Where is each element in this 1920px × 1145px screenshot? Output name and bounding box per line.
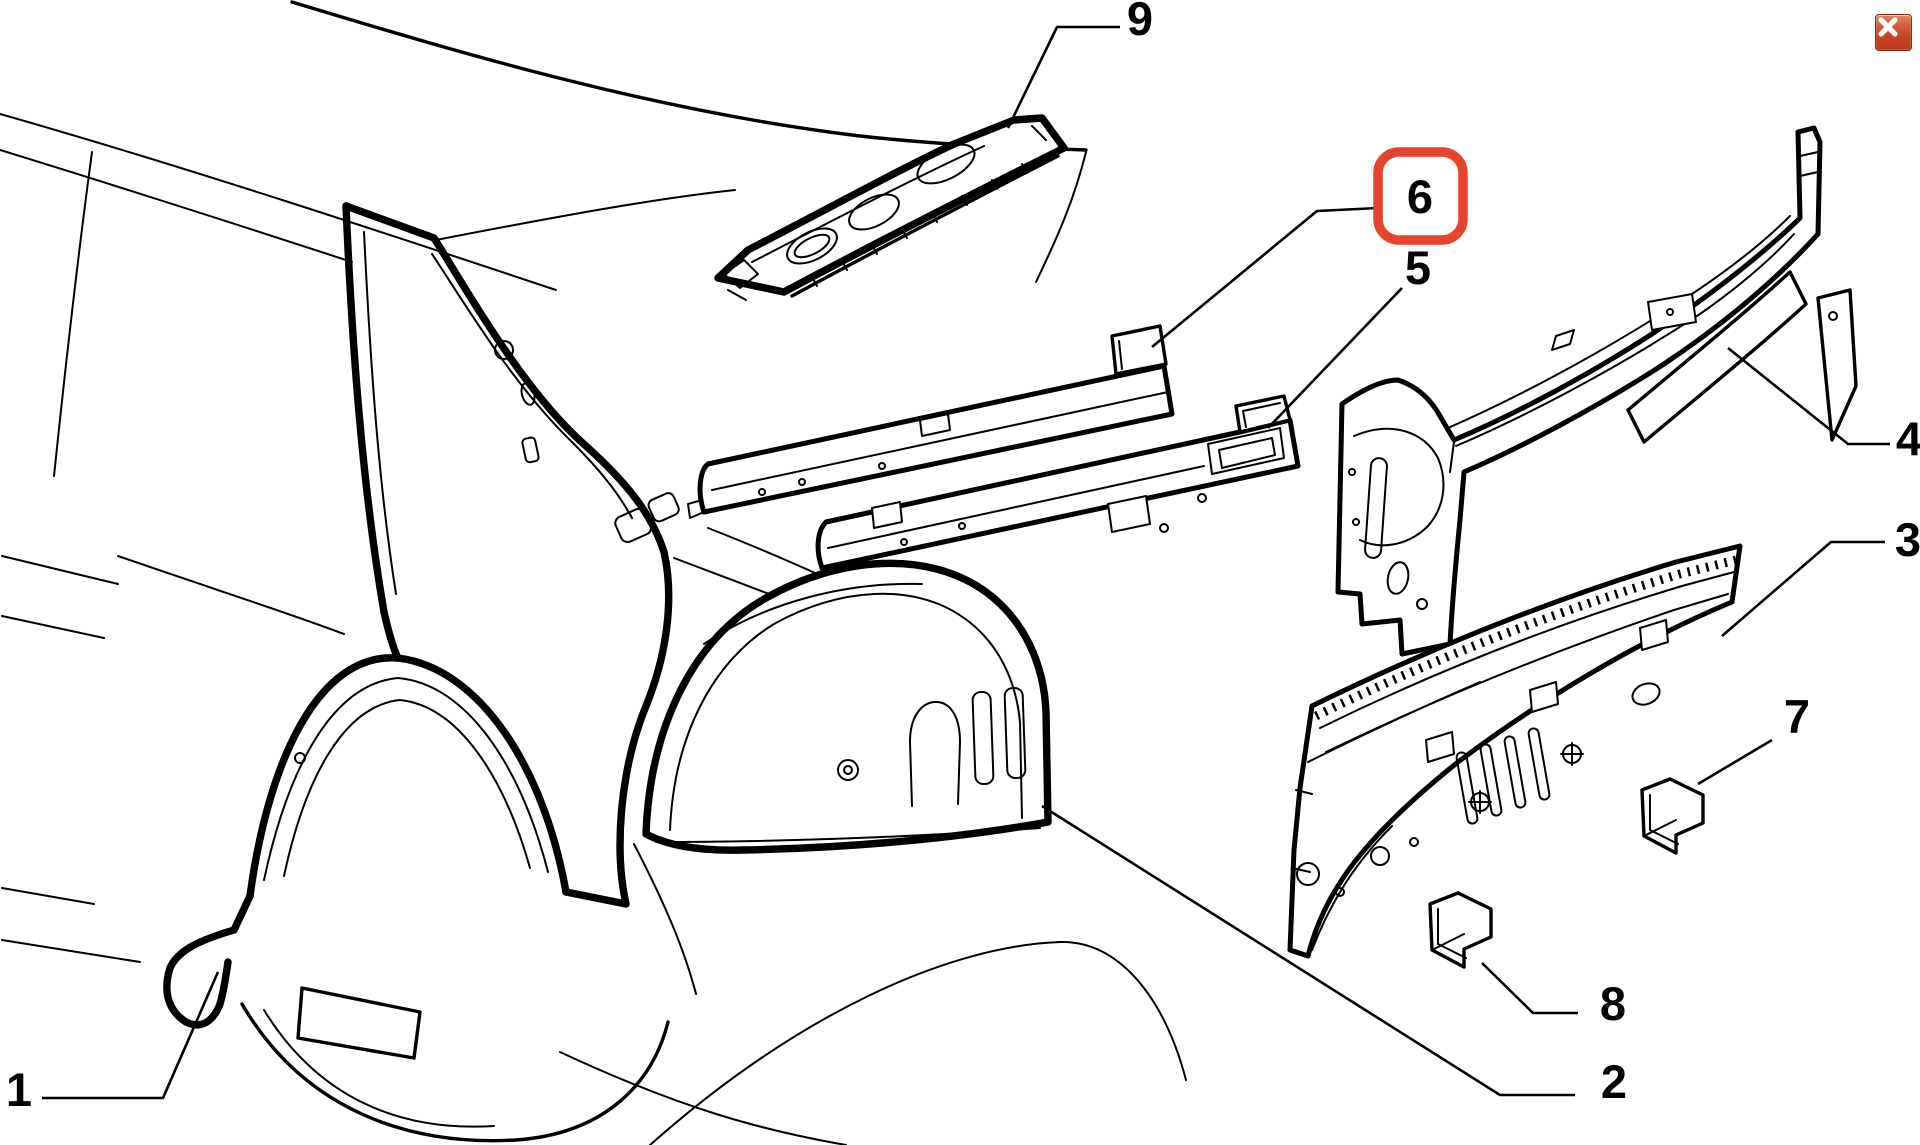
part-drawing-4-upper-rear-frame[interactable] (1335, 125, 1858, 657)
callout-number-4[interactable]: 4 (1896, 412, 1920, 465)
close-button[interactable] (1875, 14, 1912, 51)
callout-number-3[interactable]: 3 (1895, 513, 1920, 566)
part-drawing-1-quarter-panel[interactable] (163, 202, 681, 1060)
callout-leader-6 (1151, 206, 1379, 349)
part-drawing-3-rear-panel[interactable] (1287, 543, 1743, 959)
callout-leader-1 (42, 971, 220, 1100)
callout-number-8[interactable]: 8 (1600, 977, 1626, 1030)
part-drawing-7-bracket[interactable] (1640, 777, 1705, 855)
highlight-box-part-6[interactable] (1373, 147, 1468, 245)
part-drawing-8-bracket[interactable] (1428, 891, 1493, 969)
callout-leader-4 (1727, 346, 1890, 446)
callout-number-7[interactable]: 7 (1784, 690, 1810, 743)
callout-number-1[interactable]: 1 (6, 1063, 32, 1116)
callout-leader-8 (1481, 962, 1578, 1015)
callout-leader-5 (1267, 287, 1403, 429)
callout-number-5[interactable]: 5 (1405, 241, 1431, 294)
part-drawing-5-lower-rail[interactable] (815, 394, 1301, 571)
part-drawing-9-parcel-shelf[interactable] (714, 114, 1068, 301)
callout-number-6[interactable]: 6 (1407, 170, 1433, 223)
car-body-outline (0, 0, 1187, 1145)
callouts: 1 2 3 4 5 6 7 8 9 (6, 0, 1920, 1116)
close-x-icon (1878, 17, 1898, 37)
callout-number-2[interactable]: 2 (1601, 1055, 1627, 1108)
callout-leader-9 (1006, 25, 1120, 129)
part-drawing-2-wheelhouse[interactable] (642, 559, 1052, 854)
callout-leader-3 (1721, 540, 1885, 637)
callout-number-9[interactable]: 9 (1127, 0, 1153, 45)
part-drawing-6-upper-rail[interactable] (687, 324, 1175, 519)
callout-leader-2 (1041, 804, 1575, 1097)
callout-leader-7 (1697, 738, 1773, 786)
